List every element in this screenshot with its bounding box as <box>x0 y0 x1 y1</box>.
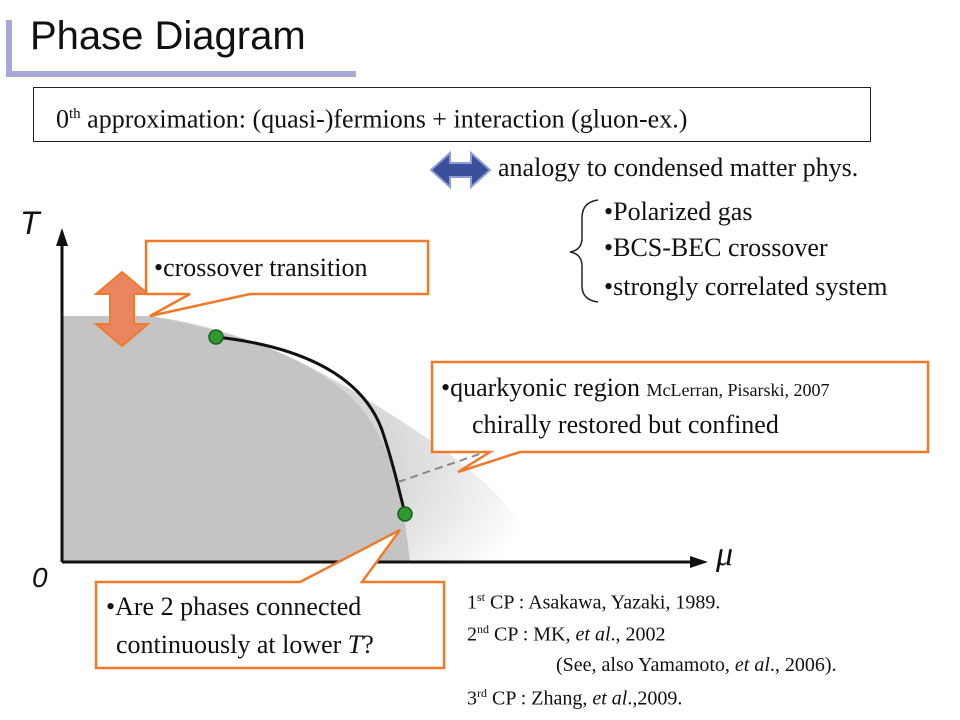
list-item: •Polarized gas <box>604 197 753 226</box>
x-axis-arrowhead <box>690 556 708 568</box>
critical-point-upper <box>208 329 224 345</box>
dashed-boundary <box>397 446 501 483</box>
ref-sup: nd <box>477 622 489 636</box>
ref-italic: et al <box>575 623 611 646</box>
approx-prefix: 0 <box>56 104 69 134</box>
ref-text: CP : MK, <box>489 623 576 646</box>
double-arrow-icon <box>429 150 492 190</box>
ref-text: ., 2002 <box>610 623 666 646</box>
ref-text: ., 2006). <box>769 654 837 676</box>
x-axis-label: μ <box>716 536 734 573</box>
y-axis-label: T <box>20 205 40 241</box>
approx-superscript: th <box>69 106 81 122</box>
analogy-text: analogy to condensed matter phys. <box>498 153 859 182</box>
brace-icon <box>569 199 599 303</box>
reference-item: (See, also Yamamoto, et al., 2006). <box>556 654 837 677</box>
ref-number: 2 <box>467 623 477 646</box>
ref-text: CP : Asakawa, Yazaki, 1989. <box>485 591 721 614</box>
hadronic-phase-region <box>62 316 410 562</box>
connected-callout-line1: •Are 2 phases connected <box>106 592 362 621</box>
reference-item: 2nd CP : MK, et al., 2002 <box>467 622 666 647</box>
quarkyonic-label: •quarkyonic region <box>441 373 640 402</box>
ref-sup: st <box>477 590 486 604</box>
quarkyonic-ref: McLerran, Pisarski, 2007 <box>646 380 830 400</box>
quarkyonic-callout-line2: chirally restored but confined <box>472 410 779 439</box>
connected-q: ? <box>362 630 374 659</box>
list-item: •strongly correlated system <box>604 272 888 301</box>
quarkyonic-callout-line1: •quarkyonic region McLerran, Pisarski, 2… <box>441 373 829 403</box>
critical-point-lower <box>397 506 413 522</box>
page-title: Phase Diagram <box>30 14 306 58</box>
connected-T: T <box>347 630 363 659</box>
title-accent-horizontal <box>6 71 356 77</box>
connected-callout <box>94 528 446 670</box>
crossover-arrow-icon <box>93 270 151 348</box>
crossover-callout-text: •crossover transition <box>154 253 368 282</box>
crossover-callout <box>144 239 430 318</box>
ref-text: CP : Zhang, <box>487 687 593 710</box>
ref-number: 3 <box>467 687 477 710</box>
y-axis-arrowhead <box>56 228 68 246</box>
reference-item: 3rd CP : Zhang, et al.,2009. <box>467 686 682 711</box>
quarkyonic-callout <box>430 360 930 474</box>
approximation-box: 0th approximation: (quasi-)fermions + in… <box>33 87 871 142</box>
ref-text: (See, also Yamamoto, <box>556 654 735 676</box>
ref-text: .,2009. <box>627 687 683 710</box>
ref-italic: et al <box>734 654 770 676</box>
ref-sup: rd <box>477 686 487 700</box>
approx-text: approximation: (quasi-)fermions + intera… <box>80 104 688 134</box>
list-item: •BCS-BEC crossover <box>604 233 828 262</box>
connected-text: continuously at lower <box>116 630 348 659</box>
ref-italic: et al <box>592 687 628 710</box>
title-accent-vertical <box>6 20 12 76</box>
connected-callout-line2: continuously at lower T? <box>116 630 374 660</box>
ref-number: 1 <box>467 591 477 614</box>
first-order-line <box>215 335 407 515</box>
reference-item: 1st CP : Asakawa, Yazaki, 1989. <box>467 590 720 615</box>
origin-label: 0 <box>32 562 48 593</box>
